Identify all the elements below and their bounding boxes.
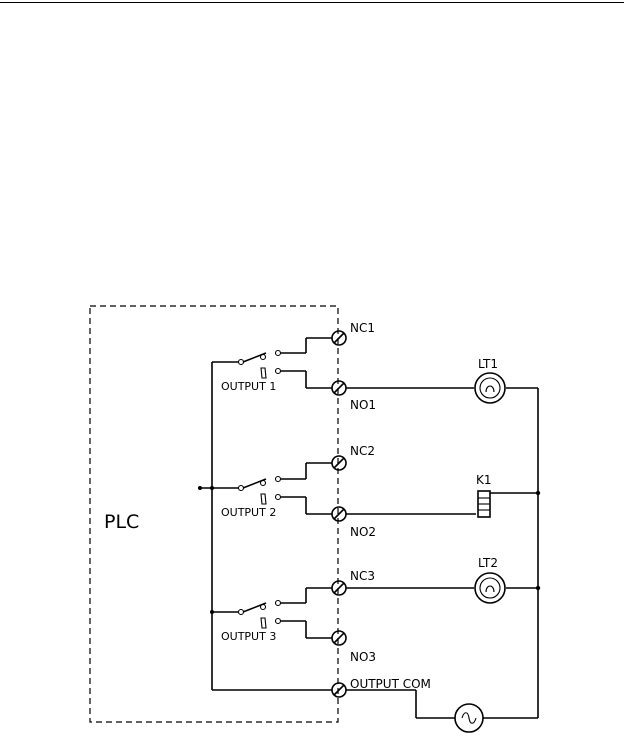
relay-output-2-label: OUTPUT 2	[221, 506, 276, 519]
svg-text:NO2: NO2	[350, 525, 376, 539]
pilot-light-lt1: LT1	[474, 357, 506, 404]
svg-text:OUTPUT COM: OUTPUT COM	[350, 677, 431, 691]
svg-text:LT2: LT2	[478, 556, 498, 570]
terminal-no3: NO3	[331, 630, 376, 664]
relay-output-2: OUTPUT 2	[221, 462, 332, 519]
svg-text:NO1: NO1	[350, 398, 376, 412]
svg-text:NC1: NC1	[350, 321, 375, 335]
svg-text:NC3: NC3	[350, 569, 375, 583]
svg-text:K1: K1	[476, 473, 492, 487]
relay-output-1-label: OUTPUT 1	[221, 380, 276, 393]
common-bus	[198, 361, 332, 691]
relay-output-3: OUTPUT 3	[221, 587, 332, 643]
terminal-no2: NO2	[331, 506, 376, 539]
relay-output-3-label: OUTPUT 3	[221, 630, 276, 643]
terminal-nc1: NC1	[331, 321, 375, 346]
field-wiring	[346, 387, 541, 719]
svg-text:LT1: LT1	[478, 357, 498, 371]
relay-output-1: OUTPUT 1	[221, 337, 332, 393]
ac-source	[454, 703, 484, 733]
pilot-light-lt2: LT2	[474, 556, 506, 604]
top-rule	[0, 2, 624, 3]
plc-label: PLC	[104, 511, 139, 533]
terminal-no1: NO1	[331, 380, 376, 412]
coil-k1: K1	[476, 473, 492, 518]
svg-text:NC2: NC2	[350, 444, 375, 458]
terminal-nc2: NC2	[331, 444, 375, 471]
svg-text:NO3: NO3	[350, 650, 376, 664]
terminal-output-com: OUTPUT COM	[331, 677, 431, 698]
